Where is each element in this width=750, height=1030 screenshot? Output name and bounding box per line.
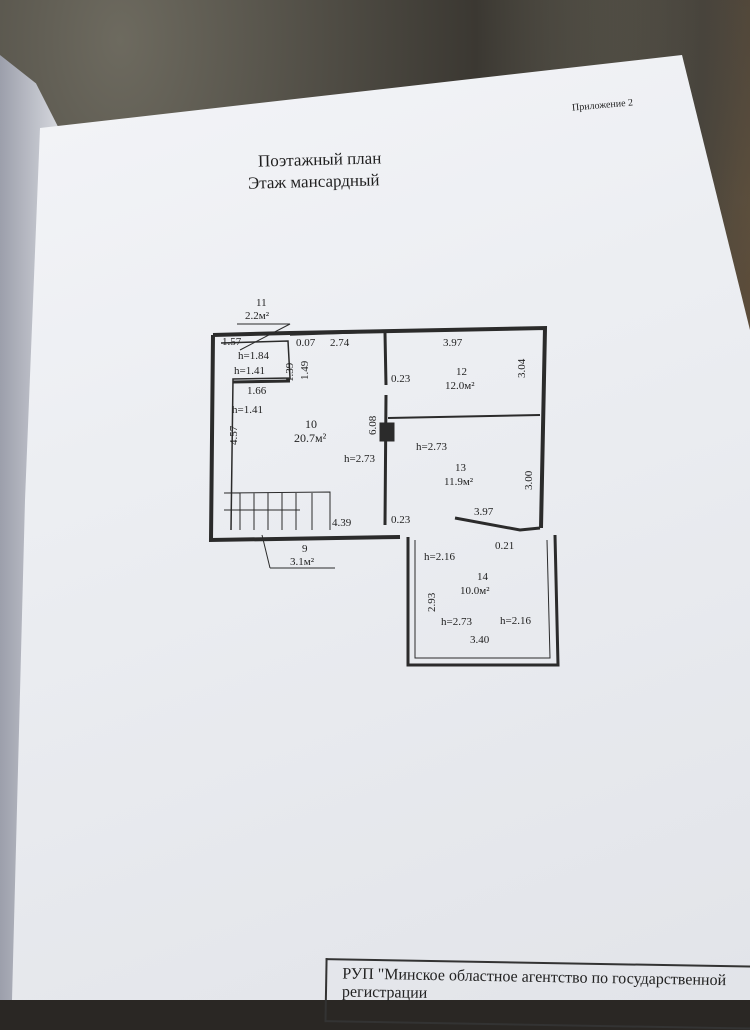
dim-3-97-top: 3.97: [443, 337, 463, 349]
document-page: [12, 55, 750, 1000]
dim-3-04: 3.04: [516, 358, 528, 378]
dim-h-2-73-room10: h=2.73: [344, 453, 375, 465]
room-10-number: 10: [305, 417, 317, 431]
dim-0-07: 0.07: [296, 337, 316, 349]
room-14-number: 14: [477, 571, 488, 583]
dim-0-23-top: 0.23: [391, 373, 411, 385]
dim-4-57: 4.57: [228, 425, 240, 445]
room-13-number: 13: [455, 462, 466, 474]
room-9-area: 3.1м²: [290, 556, 315, 568]
room-13-area: 11.9м²: [444, 476, 474, 488]
room-11-number: 11: [256, 297, 267, 309]
organization-stamp-box: РУП "Минское областное агентство по госу…: [324, 958, 750, 1030]
dim-3-00: 3.00: [523, 470, 535, 490]
dim-h-2-73-room14: h=2.73: [441, 616, 472, 628]
dim-3-97-bottom: 3.97: [474, 506, 494, 518]
dim-2-93: 2.93: [426, 592, 438, 612]
room-9-number: 9: [302, 543, 308, 555]
dim-1-49: 1.49: [299, 360, 311, 380]
room-14-area: 10.0м²: [460, 585, 490, 597]
dim-1-39: 1.39: [284, 362, 296, 382]
dim-3-40: 3.40: [470, 634, 490, 646]
dim-h-1-41-a: h=1.41: [234, 365, 265, 377]
dim-1-66: 1.66: [247, 385, 267, 397]
floor-plan-drawing: [0, 0, 750, 1000]
dim-h-1-84: h=1.84: [238, 350, 269, 362]
dim-h-1-41-b: h=1.41: [232, 404, 263, 416]
room-10-area: 20.7м²: [294, 431, 327, 445]
dim-1-57: 1.57: [222, 336, 242, 348]
organization-name: РУП "Минское областное агентство по госу…: [341, 965, 727, 1002]
dim-0-21: 0.21: [495, 540, 515, 552]
dim-6-08: 6.08: [367, 415, 379, 435]
dim-0-23-bottom: 0.23: [391, 514, 411, 526]
dim-h-2-16-b: h=2.16: [500, 615, 531, 627]
dim-2-74: 2.74: [330, 337, 350, 349]
room-11-area: 2.2м²: [245, 310, 270, 322]
dim-h-2-73-room13: h=2.73: [416, 441, 447, 453]
room-12-number: 12: [456, 366, 467, 378]
dim-4-39: 4.39: [332, 517, 352, 529]
dim-h-2-16-a: h=2.16: [424, 551, 455, 563]
room-12-area: 12.0м²: [445, 380, 475, 392]
